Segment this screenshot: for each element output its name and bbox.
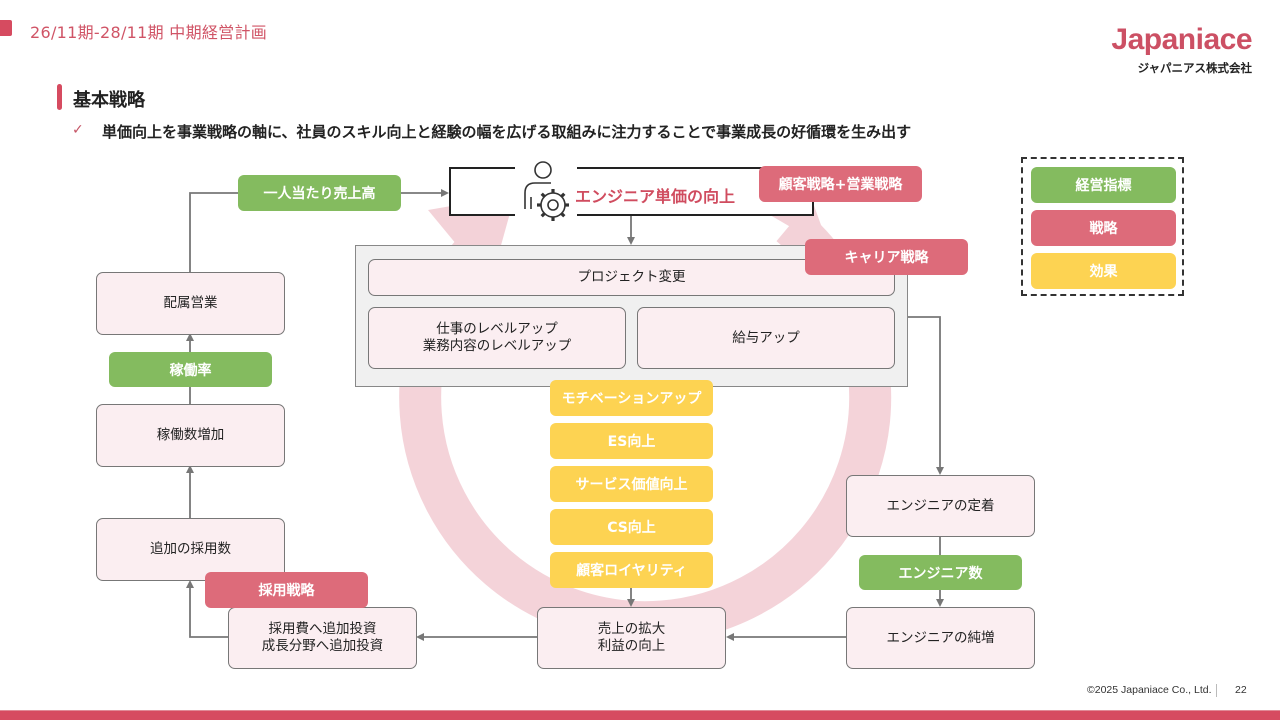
legend-label: 戦略 [1089,221,1118,237]
revenue-line1: 売上の拡大 [597,621,666,637]
logo-name: Japaniace [1111,23,1252,56]
legend-item-strategy: 戦略 [1031,210,1176,246]
engineer-gear-icon [515,157,577,225]
investment-line2: 成長分野へ追加投資 [261,638,384,654]
unit-price-goal-box [449,167,814,216]
legend-item-effect: 効果 [1031,253,1176,289]
legend-item-management-indicator: 経営指標 [1031,167,1176,203]
connector-career-to-retention [908,316,944,475]
engineer-net-increase-box: エンジニアの純増 [846,607,1035,669]
connector-assigned-to-revenue-per-person [189,192,238,272]
investment-box: 採用費へ追加投資 成長分野へ追加投資 [228,607,417,669]
page-number: 22 [1235,684,1247,696]
career-strategy-tag: キャリア戦略 [805,239,968,275]
company-logo: Japaniace ジャパニアス株式会社 [1111,24,1252,76]
connector-investment-to-hires [186,580,228,638]
effect-motivation-up: モチベーションアップ [550,380,713,416]
assigned-sales-box: 配属営業 [96,272,285,335]
effect-customer-loyalty: 顧客ロイヤリティ [550,552,713,588]
header-title: 26/11期-28/11期 中期経営計画 [30,23,268,42]
legend: 経営指標 戦略 効果 [1021,157,1184,296]
section-title: 基本戦略 [73,90,145,111]
strategy-bullet-text: 単価向上を事業戦略の軸に、社員のスキル向上と経験の幅を広げる取組みに注力すること… [102,123,912,141]
revenue-per-person-tag: 一人当たり売上高 [238,175,401,211]
legend-label: 効果 [1089,264,1118,280]
revenue-line2: 利益の向上 [597,638,666,654]
logo-subtitle: ジャパニアス株式会社 [1137,61,1252,75]
recruiting-strategy-tag: 採用戦略 [205,572,368,608]
unit-price-goal-title: エンジニア単価の向上 [575,187,736,206]
header-accent-mark [0,20,12,36]
utilization-increase-box: 稼働数増加 [96,404,285,467]
checkmark-icon: ✓ [72,122,84,138]
footer-accent-bar [0,710,1280,720]
legend-label: 経営指標 [1075,178,1132,194]
effect-service-value-up: サービス価値向上 [550,466,713,502]
effect-cs-up: CS向上 [550,509,713,545]
additional-hires-box: 追加の採用数 [96,518,285,581]
utilization-rate-tag: 稼働率 [109,352,272,387]
section-accent-bar [57,84,62,110]
work-levelup-line2: 業務内容のレベルアップ [422,338,572,354]
customer-sales-strategy-tag: 顧客戦略+営業戦略 [759,166,922,202]
engineer-retention-box: エンジニアの定着 [846,475,1035,537]
effect-es-up: ES向上 [550,423,713,459]
investment-line1: 採用費へ追加投資 [268,621,377,637]
revenue-profit-box: 売上の拡大 利益の向上 [537,607,726,669]
engineer-count-tag: エンジニア数 [859,555,1022,590]
salary-up-box: 給与アップ [637,307,895,369]
utilization-increase-label: 稼働数増加 [156,427,225,443]
project-change-label: プロジェクト変更 [577,269,686,285]
engineer-retention-label: エンジニアの定着 [886,497,995,514]
footer-separator [1216,684,1217,697]
work-levelup-box: 仕事のレベルアップ 業務内容のレベルアップ [368,307,626,369]
work-levelup-line1: 仕事のレベルアップ [436,321,558,337]
additional-hires-label: 追加の採用数 [150,541,231,557]
engineer-net-increase-label: エンジニアの純増 [886,629,995,646]
assigned-sales-label: 配属営業 [163,295,218,311]
salary-up-label: 給与アップ [732,329,800,346]
footer-copyright: ©2025 Japaniace Co., Ltd. [1087,684,1212,696]
